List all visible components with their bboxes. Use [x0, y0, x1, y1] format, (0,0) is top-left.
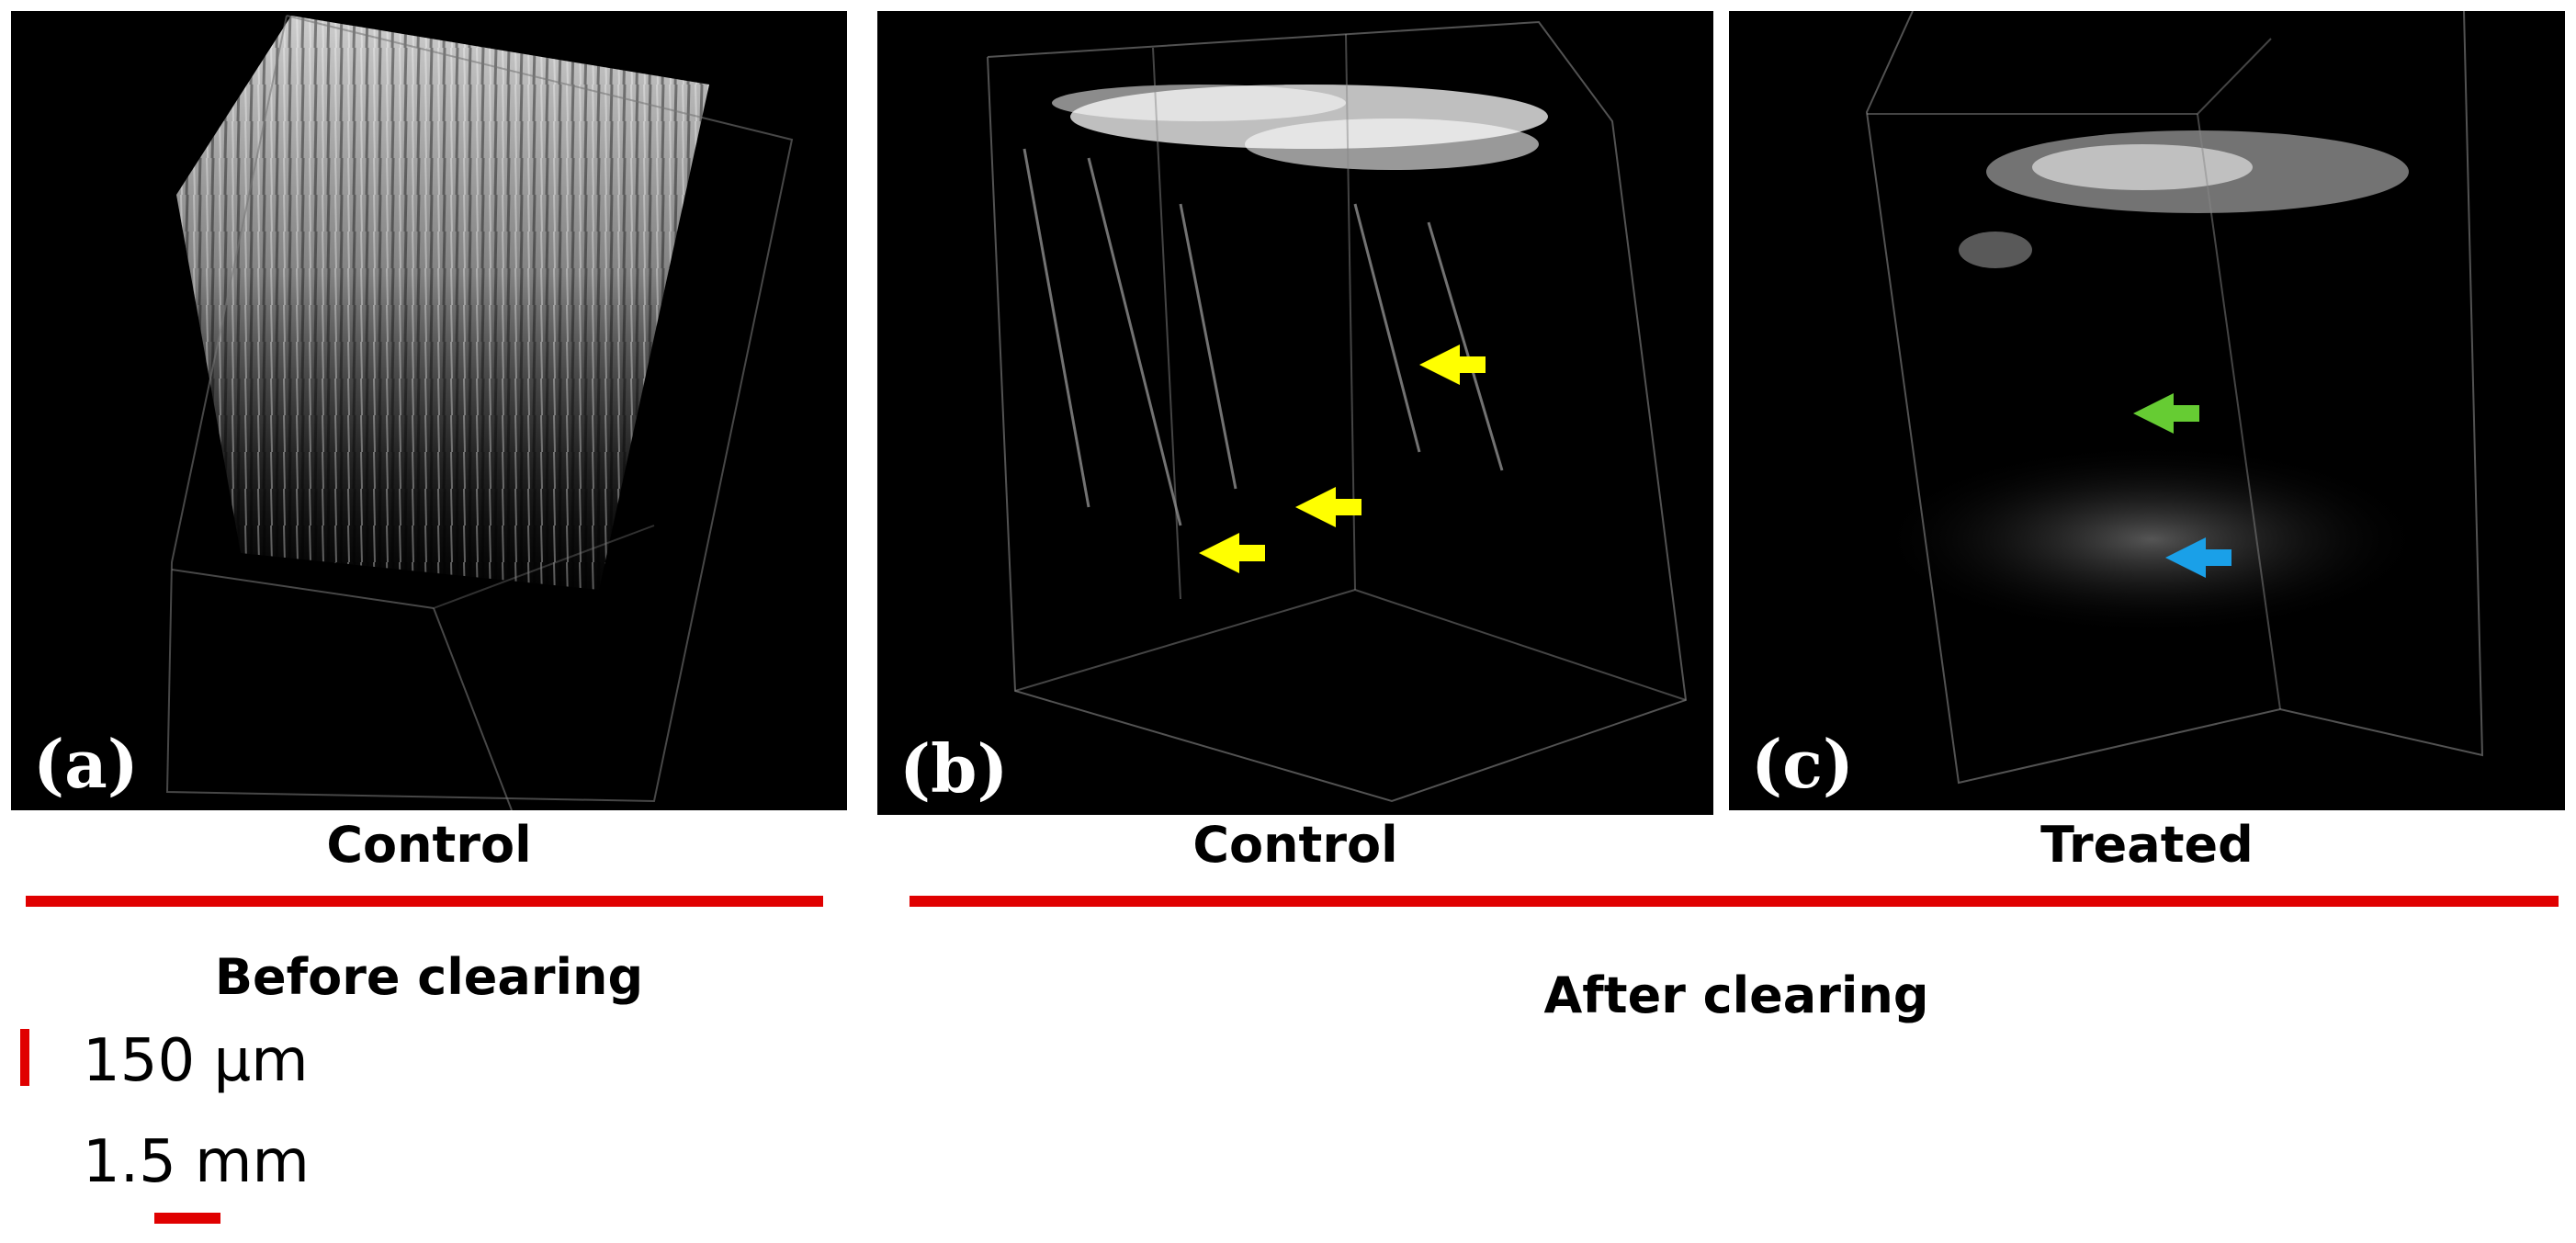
scale-label-vertical: 150 μm: [83, 1027, 309, 1095]
group-label-before: Before clearing: [214, 948, 644, 1006]
green-arrow-icon: [2133, 393, 2199, 434]
panel-label-c: (c): [1751, 725, 1854, 803]
caption-c: Treated: [2040, 816, 2254, 874]
group-label-after: After clearing: [1543, 966, 1929, 1024]
panel-label-b: (b): [899, 729, 1009, 808]
tissue-volume-c: [1865, 11, 2484, 785]
panel-label-a: (a): [33, 725, 139, 803]
tissue-volume-b: [987, 20, 1688, 803]
scale-bar-horizontal: [154, 1213, 220, 1224]
yellow-arrows: [1199, 345, 1486, 573]
caption-b: Control: [1192, 816, 1398, 874]
panel-b-image: (b): [877, 11, 1713, 815]
bracket-before-clearing: [26, 896, 823, 907]
yellow-arrow-icon: [1295, 487, 1361, 527]
yellow-arrow-icon: [1419, 345, 1486, 385]
caption-a: Control: [326, 816, 532, 874]
panel-a-image: (a): [11, 11, 847, 810]
tissue-volume-a: [165, 15, 794, 810]
scale-label-horizontal: 1.5 mm: [83, 1128, 310, 1196]
blue-arrow-icon: [2165, 537, 2231, 578]
bracket-after-clearing: [910, 896, 2559, 907]
scale-bar-vertical: [20, 1029, 29, 1086]
panel-c-image: (c): [1729, 11, 2565, 810]
yellow-arrow-icon: [1199, 533, 1265, 573]
